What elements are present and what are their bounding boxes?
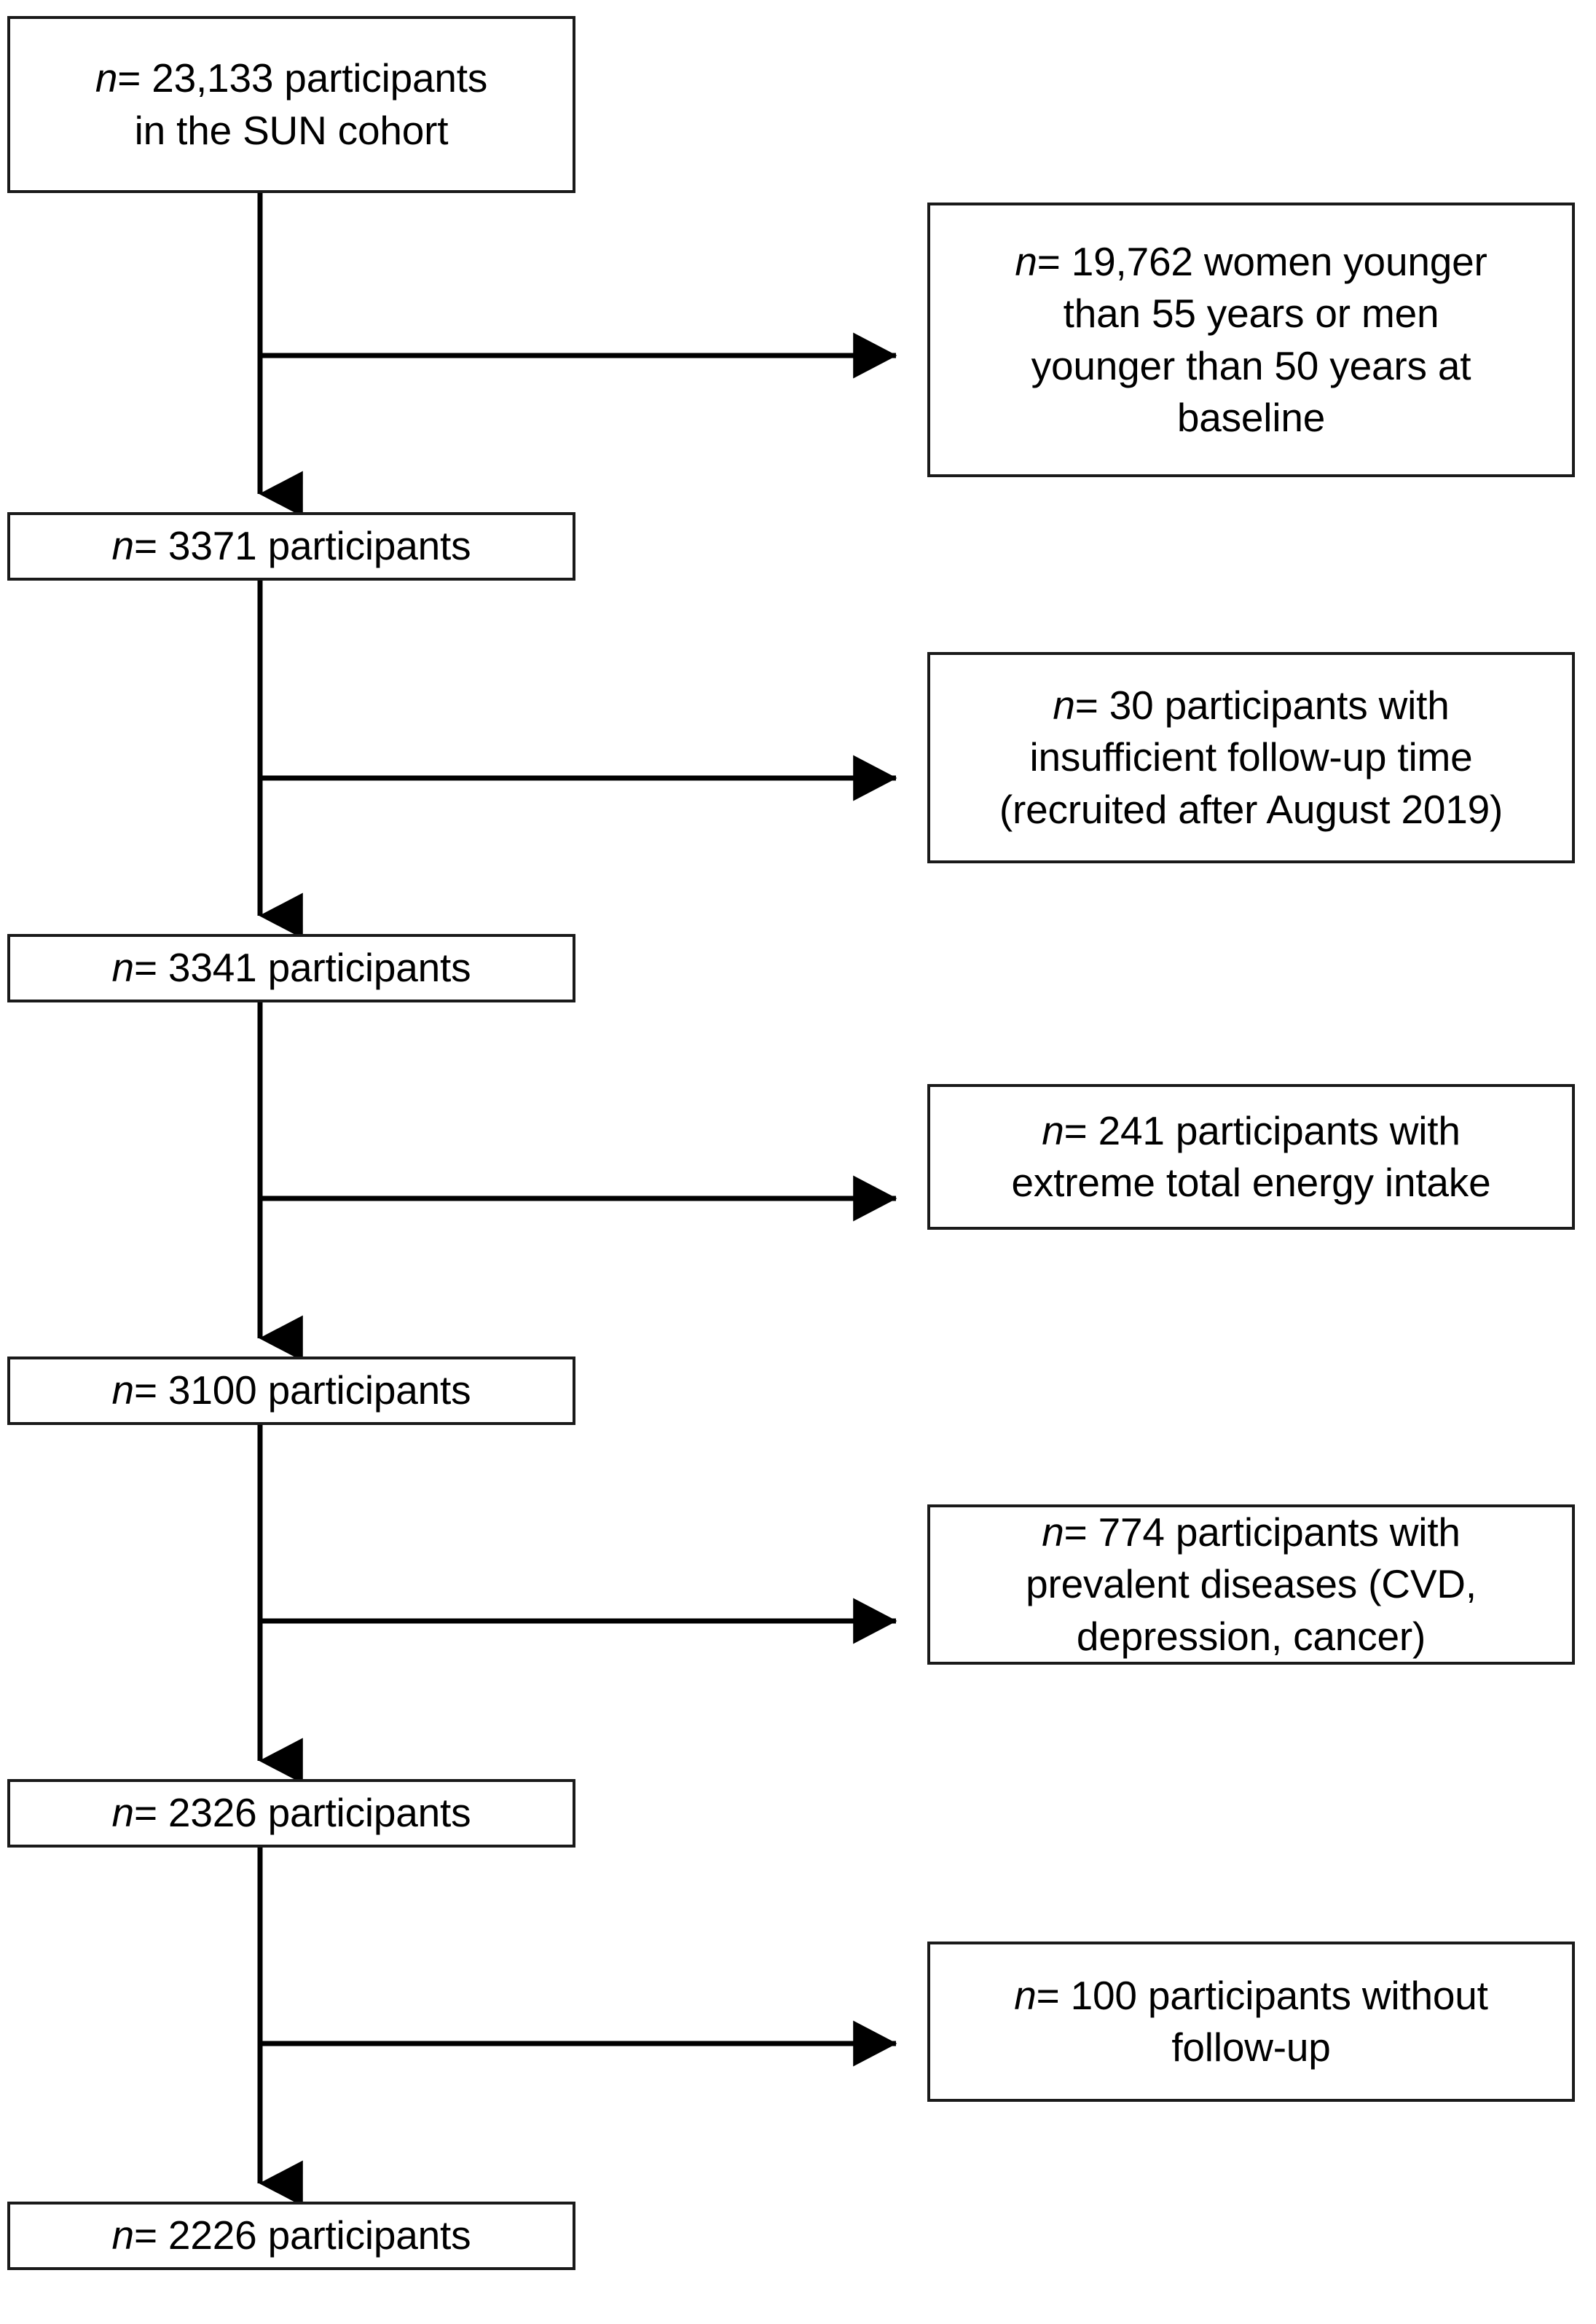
node-excluded-prevalent-diseases: n= 774 participants with prevalent disea… [927, 1504, 1575, 1665]
node-after-age-exclusion-label: n= 3371 participants [111, 523, 471, 569]
node-after-energy-exclusion: n= 3100 participants [7, 1357, 575, 1425]
node-after-prevalent-disease-exclusion-label: n= 2326 participants [111, 1790, 471, 1836]
node-excluded-age-label: n= 19,762 women younger than 55 years or… [1015, 238, 1487, 441]
node-excluded-extreme-energy-label: n= 241 participants with extreme total e… [1011, 1107, 1491, 1206]
node-excluded-insufficient-followup-time: n= 30 participants with insufficient fol… [927, 652, 1575, 863]
node-excluded-insufficient-followup-time-label: n= 30 participants with insufficient fol… [999, 682, 1503, 832]
connector-2326-to-2226 [257, 1848, 897, 2207]
node-after-prevalent-disease-exclusion: n= 2326 participants [7, 1779, 575, 1848]
node-excluded-no-followup-label: n= 100 participants without follow-up [1014, 1972, 1488, 2070]
node-final-analytic-sample: n= 2226 participants [7, 2202, 575, 2270]
connector-3341-to-3100 [257, 1002, 897, 1362]
node-excluded-no-followup: n= 100 participants without follow-up [927, 1942, 1575, 2102]
connector-3100-to-2326 [257, 1425, 897, 1784]
node-excluded-prevalent-diseases-label: n= 774 participants with prevalent disea… [1026, 1509, 1477, 1659]
connector-cohort-to-3371 [257, 193, 897, 517]
node-after-followup-time-exclusion-label: n= 3341 participants [111, 945, 471, 991]
node-excluded-extreme-energy: n= 241 participants with extreme total e… [927, 1084, 1575, 1230]
node-after-followup-time-exclusion: n= 3341 participants [7, 934, 575, 1002]
node-cohort-label: n= 23,133 participants in the SUN cohort [95, 55, 488, 153]
node-after-energy-exclusion-label: n= 3100 participants [111, 1367, 471, 1413]
connector-3371-to-3341 [257, 581, 897, 939]
node-cohort: n= 23,133 participants in the SUN cohort [7, 16, 575, 193]
node-after-age-exclusion: n= 3371 participants [7, 512, 575, 581]
node-final-analytic-sample-label: n= 2226 participants [111, 2213, 471, 2258]
node-excluded-age: n= 19,762 women younger than 55 years or… [927, 203, 1575, 477]
